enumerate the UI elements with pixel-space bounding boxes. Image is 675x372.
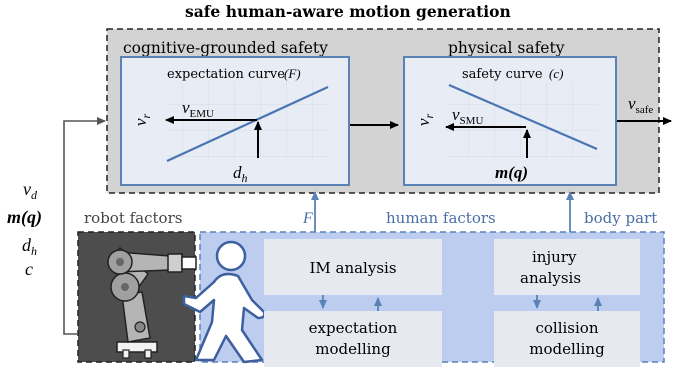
safety-curve-title: safety curve <box>462 67 543 82</box>
input-c: c <box>25 259 33 279</box>
im-analysis-block <box>264 239 442 295</box>
body-part-label: body part <box>584 209 657 227</box>
expectation-y-axis-label: vr <box>131 113 153 126</box>
safety-y-axis-label: vr <box>414 113 436 126</box>
v-smu-label: vSMU <box>452 105 483 127</box>
physical-safety-label: physical safety <box>448 39 565 57</box>
f-label: F <box>302 210 313 227</box>
expectation-symbol: (F) <box>284 66 301 81</box>
safety-symbol: (c) <box>549 66 563 81</box>
expectation-curve-line <box>166 86 329 162</box>
human-walking-icon <box>182 240 266 364</box>
injury-analysis-label-1: injury <box>532 248 577 266</box>
safety-curve-line <box>448 83 598 151</box>
collision-modelling-label-2: modelling <box>529 340 605 358</box>
safety-x-axis-label: m(q) <box>495 163 528 182</box>
injury-analysis-label-2: analysis <box>520 269 581 287</box>
collision-modelling-block <box>494 311 640 367</box>
input-m-q: m(q) <box>7 207 42 228</box>
v-emu-label: vEMU <box>182 98 214 120</box>
collision-modelling-label-1: collision <box>535 319 598 337</box>
robot-arm-icon <box>106 246 197 359</box>
human-factors-label: human factors <box>386 209 496 227</box>
input-d-h: dh <box>22 235 37 258</box>
expectation-modelling-block <box>264 311 442 367</box>
im-analysis-label: IM analysis <box>309 259 396 277</box>
expectation-curve-title: expectation curve <box>167 67 285 82</box>
cognitive-safety-label: cognitive-grounded safety <box>123 39 328 57</box>
input-v-d: vd <box>23 179 38 202</box>
diagram-title: safe human-aware motion generation <box>185 2 511 21</box>
robot-factors-label: robot factors <box>84 209 182 227</box>
injury-analysis-block <box>494 239 640 295</box>
feedback-line <box>63 117 106 335</box>
v-safe-label: vsafe <box>628 94 653 116</box>
expectation-modelling-label-2: modelling <box>315 340 391 358</box>
expectation-modelling-label-1: expectation <box>309 319 398 337</box>
expectation-x-axis-label: dh <box>233 163 248 185</box>
